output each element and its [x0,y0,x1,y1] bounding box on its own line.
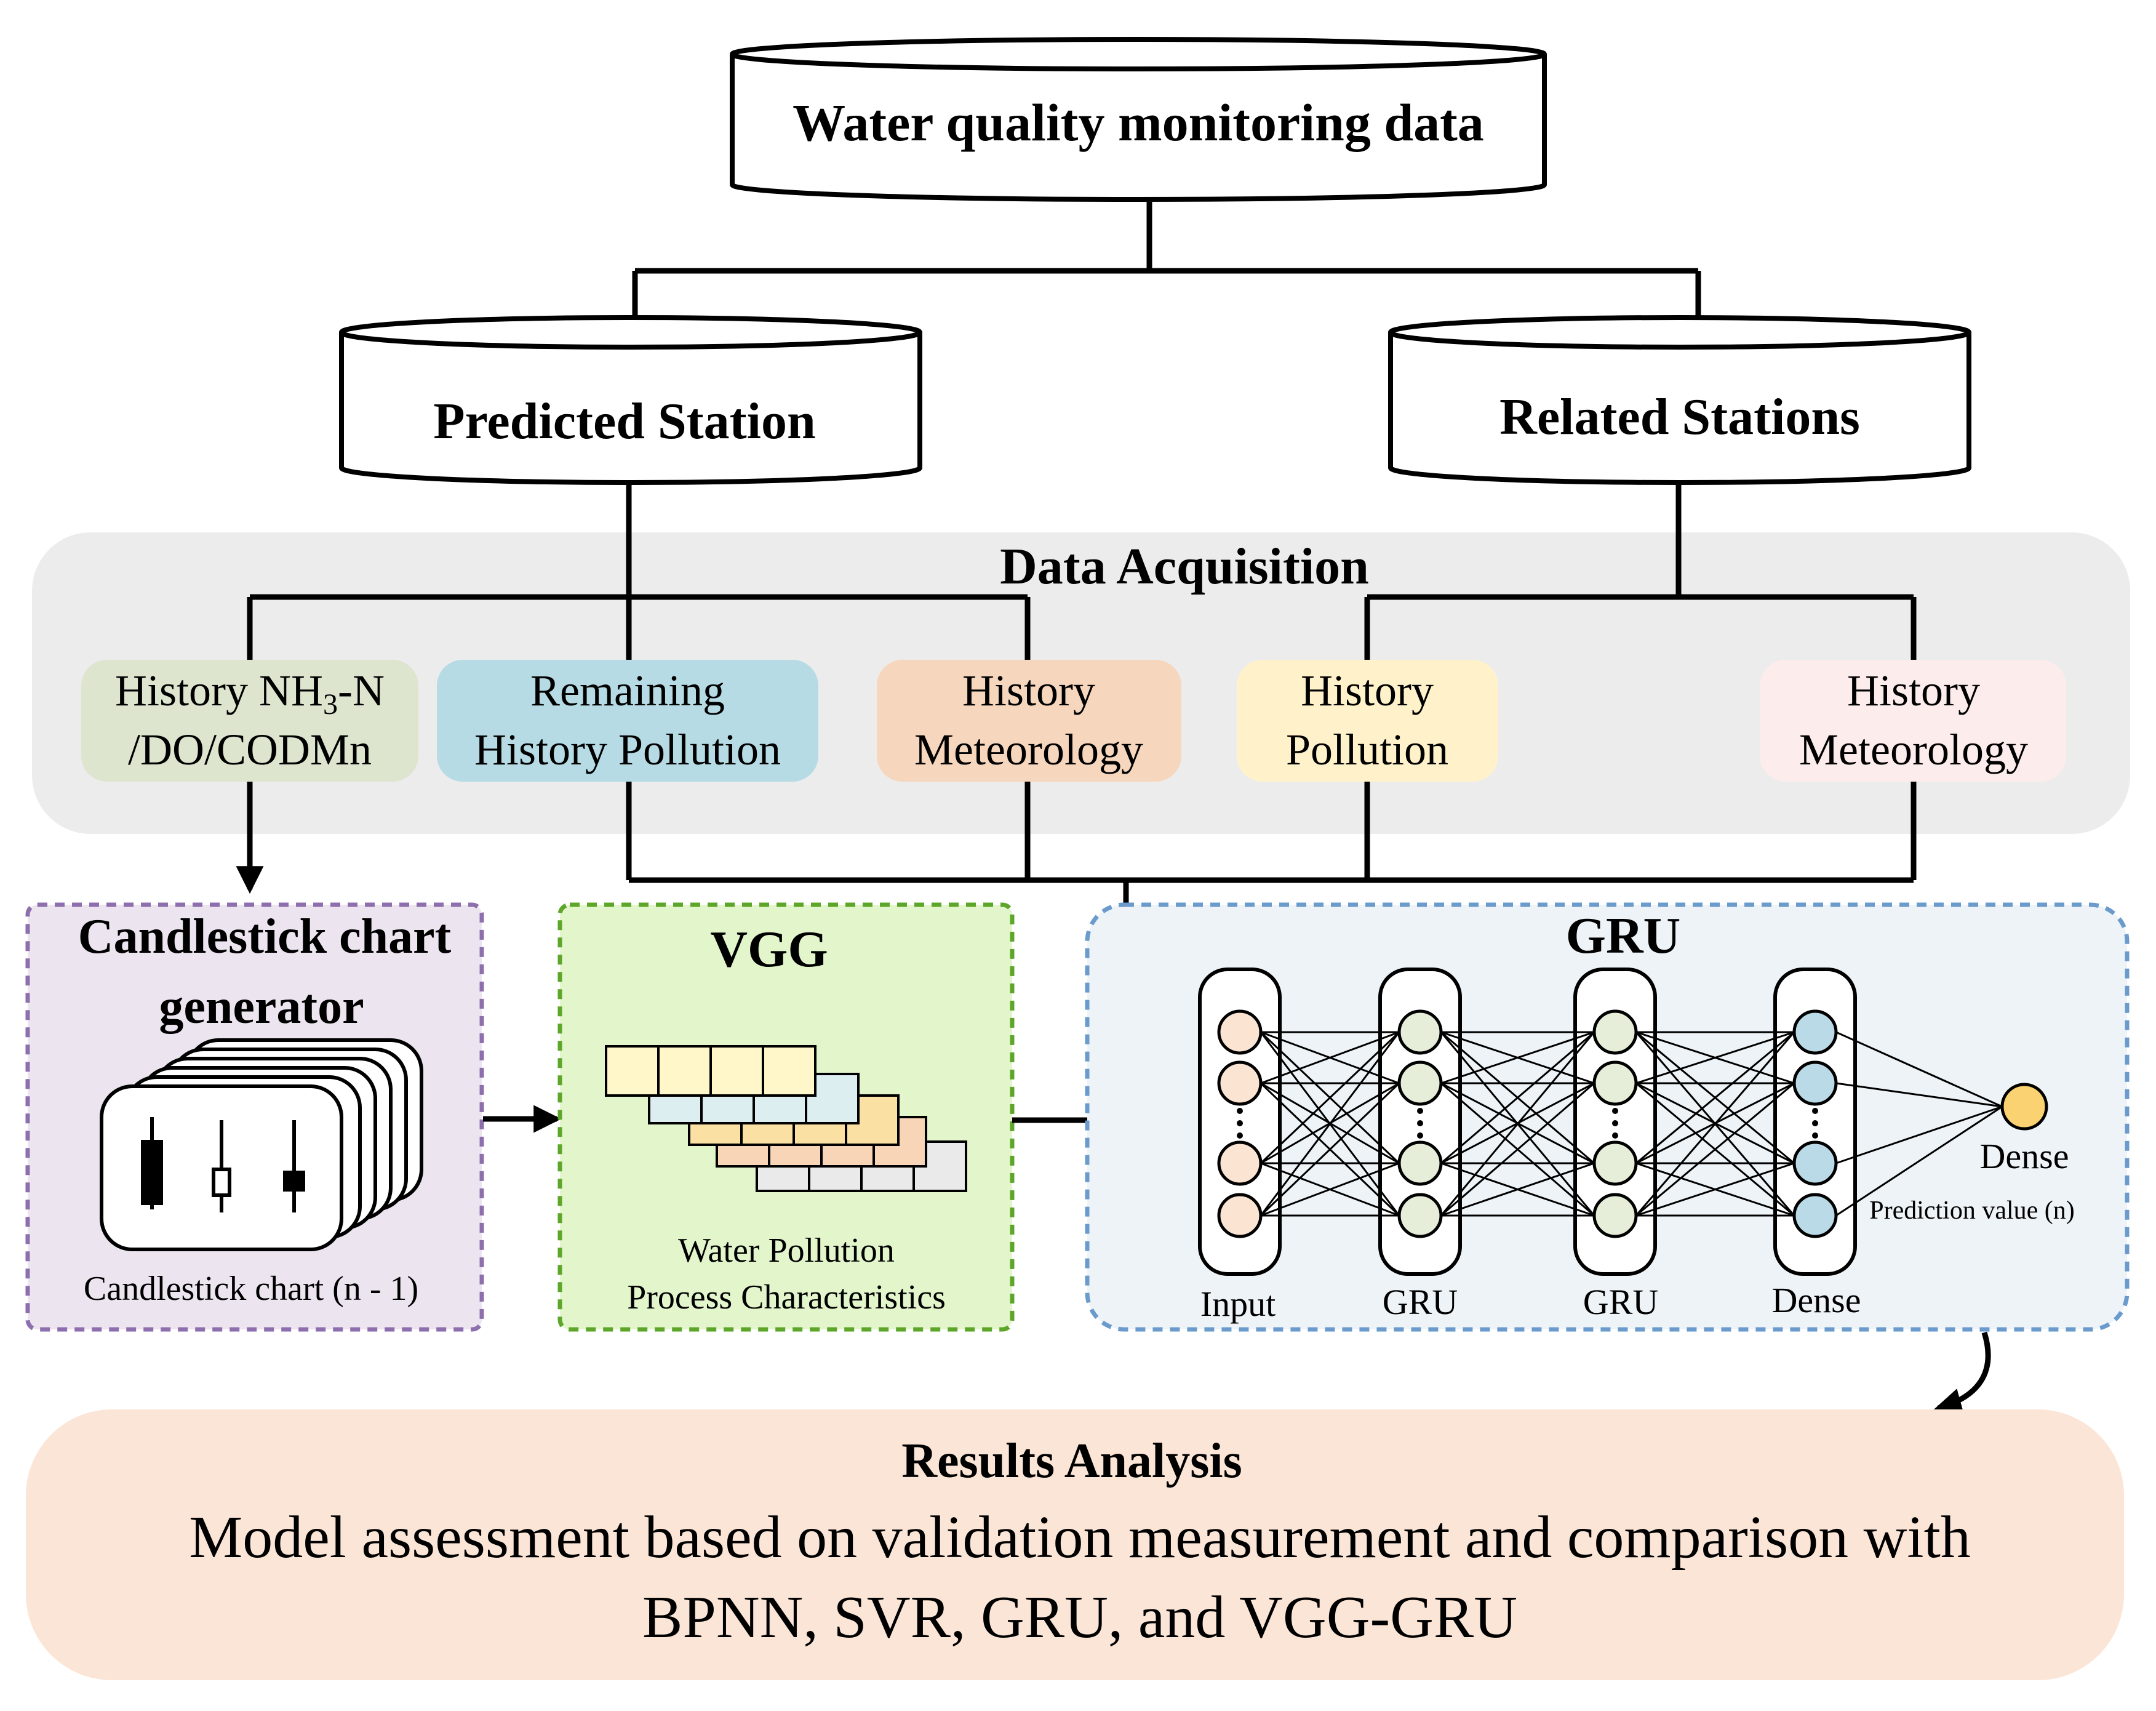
neuron-node [1217,1060,1263,1106]
acq-item-history-meteorology-related: History Meteorology [1760,660,2066,782]
connection-line [1635,1032,1795,1216]
acq-item-met2-line2: Meteorology [1799,725,2028,774]
acq-item-history-meteorology-predicted: History Meteorology [877,660,1181,782]
gru-panel: GRU Input GRU GRU Dense Dense Prediction… [1085,902,2130,1332]
candlestick-generator-panel: Candlestick chart generator Candlestick … [25,902,484,1332]
ellipsis-dot [1812,1132,1818,1139]
acq-item-remaining-line2: History Pollution [474,725,781,774]
ellipsis-dot [1417,1132,1423,1139]
output-node [2000,1083,2048,1131]
candlestick-caption: Candlestick chart (n - 1) [84,1270,418,1308]
arrow-gru-to-results [1934,1331,1991,1416]
results-line1: Model assessment based on validation mea… [189,1504,1971,1571]
results-title: Results Analysis [901,1434,1242,1488]
ellipsis-dot [1812,1108,1818,1114]
ellipsis-dot [1612,1108,1618,1114]
candlestick-title-line1: Candlestick chart [78,910,452,964]
candlestick-icon [141,1117,305,1212]
neuron-node [1397,1009,1443,1055]
acq-item-history-pollution-related: History Pollution [1237,660,1498,782]
gru-output-label: Dense [1980,1136,2069,1176]
ellipsis-dot [1417,1108,1423,1114]
neuron-node [1792,1193,1838,1238]
connection-line [1260,1031,1400,1164]
neuron-node [1397,1060,1443,1106]
output-connection-line [1835,1031,2003,1108]
connection-line [1260,1082,1400,1217]
acq-item-met2-line1: History [1847,666,1980,715]
related-stations-label: Related Stations [1499,388,1860,446]
neuron-node [1592,1060,1638,1106]
connection-line [1635,1162,1795,1217]
connection-line [1440,1032,1595,1216]
related-stations-node: Related Stations [1388,315,1971,485]
predicted-station-node: Predicted Station [339,315,922,485]
connection-line [1260,1032,1400,1216]
water-quality-data-node: Water quality monitoring data [730,37,1547,202]
vgg-caption-line2: Process Characteristics [627,1278,946,1316]
connection-line [1635,1082,1795,1217]
predicted-station-label: Predicted Station [433,393,815,450]
acq-item-pollution-line1: History [1301,666,1434,715]
acq-item-met1-line2: Meteorology [914,725,1143,774]
output-connection-line [1835,1082,2003,1108]
output-connection-line [1835,1105,2003,1164]
ellipsis-dot [1417,1120,1423,1126]
gru-layer-label-gru2: GRU [1583,1282,1658,1322]
vgg-panel: VGG Water Pollution Pr [557,902,1015,1332]
ellipsis-dot [1237,1132,1243,1139]
ellipsis-dot [1612,1132,1618,1139]
connection-line [1635,1031,1795,1164]
output-connection-line [1835,1105,2003,1217]
connection-line [1440,1162,1595,1217]
gru-output-caption: Prediction value (n) [1869,1196,2075,1225]
neuron-node [1217,1193,1263,1238]
neuron-node [1792,1060,1838,1106]
vgg-title: VGG [710,921,828,978]
connection-line [1260,1162,1400,1217]
vgg-feature-maps-icon [605,1045,967,1192]
neuron-node [1592,1140,1638,1186]
acq-item-history-nh3-line2: /DO/CODMn [128,725,372,774]
neuron-node [1592,1193,1638,1238]
acq-item-history-nh3-line1: History NH3-N [115,666,385,721]
results-line2: BPNN, SVR, GRU, and VGG-GRU [642,1584,1517,1651]
connection-line [1440,1082,1595,1217]
gru-layer-label-input: Input [1200,1284,1276,1324]
ellipsis-dot [1612,1120,1618,1126]
water-quality-data-label: Water quality monitoring data [793,93,1484,152]
neuron-node [1592,1009,1638,1055]
acq-item-met1-line1: History [962,666,1095,715]
neuron-node [1792,1009,1838,1055]
acq-item-pollution-line2: Pollution [1286,725,1448,774]
acq-item-remaining-line1: Remaining [530,666,725,715]
acq-item-history-nh3: History NH3-N /DO/CODMn [81,660,418,782]
ellipsis-dot [1237,1108,1243,1114]
neuron-node [1397,1193,1443,1238]
ellipsis-dot [1237,1120,1243,1126]
connection-line [1440,1031,1595,1164]
results-analysis-panel: Results Analysis Model assessment based … [26,1409,2124,1680]
connection-line [1440,1031,1595,1084]
neuron-node [1217,1009,1263,1055]
connection-line [1635,1031,1795,1084]
acq-item-remaining-history-pollution: Remaining History Pollution [437,660,818,782]
ellipsis-dot [1812,1120,1818,1126]
gru-network [1198,968,2048,1276]
neuron-node [1397,1140,1443,1186]
gru-layer-label-gru1: GRU [1383,1282,1458,1322]
connection-line [1260,1031,1400,1084]
candlestick-title-line2: generator [159,980,364,1034]
gru-layer-label-dense: Dense [1772,1280,1861,1320]
neuron-node [1217,1140,1263,1186]
vgg-caption-line1: Water Pollution [678,1232,895,1270]
gru-title: GRU [1566,907,1681,964]
neuron-node [1792,1140,1838,1186]
data-acquisition-title: Data Acquisition [1000,538,1369,595]
